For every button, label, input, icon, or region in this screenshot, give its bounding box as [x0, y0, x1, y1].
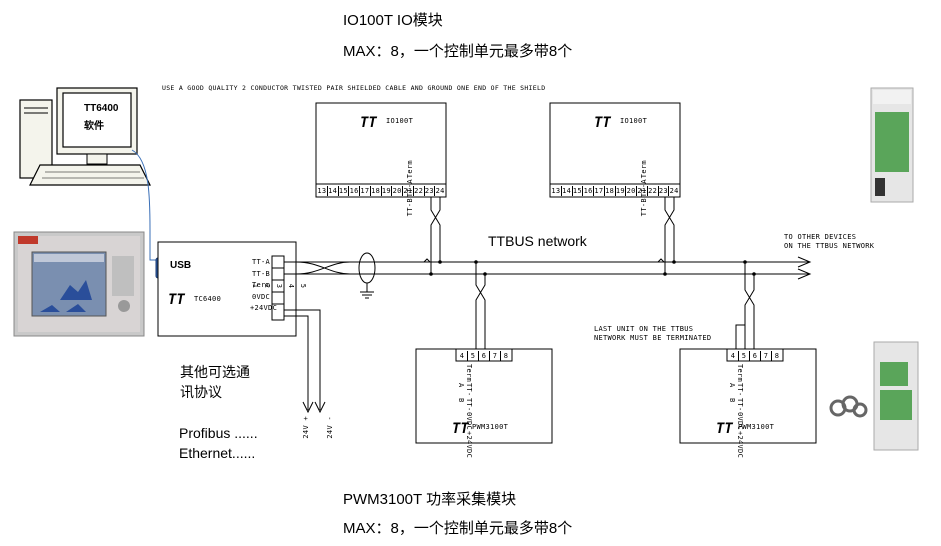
- terminal-pin: 19: [615, 186, 627, 196]
- terminal-pin: 22: [414, 186, 425, 196]
- terminal-pin: 18: [371, 186, 382, 196]
- terminal-pin: 7: [761, 351, 772, 361]
- tc6400-term-24vdc: +24VDC: [250, 304, 278, 312]
- other-protocols-line2: 讯协议: [180, 384, 222, 400]
- pwm-right-name: PWM3100T: [738, 423, 775, 431]
- tc6400-term-0vdc: 0VDC: [251, 292, 270, 301]
- svg-text:TT: TT: [716, 421, 733, 437]
- io100t-photo: [870, 87, 914, 203]
- terminal-pin: 14: [328, 186, 339, 196]
- terminal-pin: 17: [360, 186, 371, 196]
- pwm-module-title: PWM3100T 功率采集模块: [343, 491, 517, 508]
- pc-label-software-name: TT6400: [84, 103, 119, 114]
- terminal-pin: 20: [626, 186, 637, 196]
- cable-note: USE A GOOD QUALITY 2 CONDUCTOR TWISTED P…: [162, 84, 546, 92]
- terminal-pin: 13: [317, 186, 328, 196]
- other-devices-note: TO OTHER DEVICES ON THE TTBUS NETWORK: [784, 233, 875, 250]
- terminal-pin: 6: [750, 351, 761, 361]
- terminal-pin: 5: [739, 351, 750, 361]
- terminal-pin: 21: [403, 186, 414, 196]
- terminal-pin: 24: [669, 187, 679, 195]
- terminal-pin: 7: [490, 351, 501, 361]
- tc6400-term-ttb: TT-B: [251, 269, 270, 278]
- usb-label: USB: [170, 260, 192, 271]
- terminal-pin: 15: [572, 186, 584, 196]
- terminal-pin: 17: [594, 186, 605, 196]
- terminal-pin: 13: [551, 186, 562, 196]
- terminal-pin: 8: [503, 352, 509, 360]
- terminal-pin: 14: [562, 186, 573, 196]
- io-left-name: IO100T: [386, 117, 414, 125]
- terminal-pin: 8: [774, 352, 780, 360]
- terminal-pin: 16: [583, 186, 594, 196]
- tc6400-terminal-labels: TT-A TT-B Term 0VDC +24VDC: [250, 257, 278, 315]
- tc6400-term-term: Term: [251, 281, 270, 289]
- terminal-pin: 18: [605, 186, 616, 196]
- terminal-pin: 21: [637, 186, 648, 196]
- io-module-max-note: MAX：8，一个控制单元最多带8个: [343, 43, 573, 60]
- pwm-module-max-note: MAX：8，一个控制单元最多带8个: [343, 520, 573, 537]
- svg-text:TT: TT: [594, 115, 611, 131]
- last-unit-note: LAST UNIT ON THE TTBUS NETWORK MUST BE T…: [594, 325, 712, 342]
- ethernet-label: Ethernet......: [179, 445, 256, 461]
- terminal-pin: 4: [457, 351, 468, 361]
- terminal-pin: 22: [648, 186, 659, 196]
- terminal-pin: 16: [349, 186, 360, 196]
- tc6400-pin-numbers: 5 4 3 2 1: [251, 283, 307, 289]
- tt-logo-icon: TT TT TT TT TT: [168, 115, 733, 437]
- ttbus-network-label: TTBUS network: [488, 233, 587, 249]
- terminal-pin: 23: [424, 186, 436, 196]
- tc6400-term-tta: TT-A: [251, 258, 270, 266]
- terminal-pin: 15: [338, 186, 350, 196]
- hmi-panel-icon: [13, 231, 145, 337]
- pc-computer-icon: [19, 87, 151, 186]
- pc-label-software: 软件: [84, 121, 104, 132]
- other-protocols-line1: 其他可选通: [180, 364, 250, 380]
- svg-text:TT: TT: [168, 292, 185, 308]
- terminal-pin: 4: [728, 351, 739, 361]
- power-24v-minus-label: 24V -: [326, 416, 334, 439]
- svg-text:TT: TT: [452, 421, 469, 437]
- profibus-label: Profibus ......: [179, 425, 258, 441]
- io-module-title: IO100T IO模块: [343, 12, 443, 29]
- tc6400-name: TC6400: [194, 295, 222, 303]
- terminal-pin: 5: [468, 351, 479, 361]
- terminal-pin: 19: [381, 186, 393, 196]
- terminal-pin: 6: [479, 351, 490, 361]
- terminal-pin: 24: [435, 187, 445, 195]
- svg-text:TT: TT: [360, 115, 377, 131]
- pwm3100t-photo: [829, 341, 919, 451]
- pwm-left-name: PWM3100T: [472, 423, 509, 431]
- terminal-pin: 23: [658, 186, 670, 196]
- power-24v-plus-label: 24V +: [302, 416, 310, 439]
- io-right-name: IO100T: [620, 117, 648, 125]
- terminal-pin: 20: [392, 186, 403, 196]
